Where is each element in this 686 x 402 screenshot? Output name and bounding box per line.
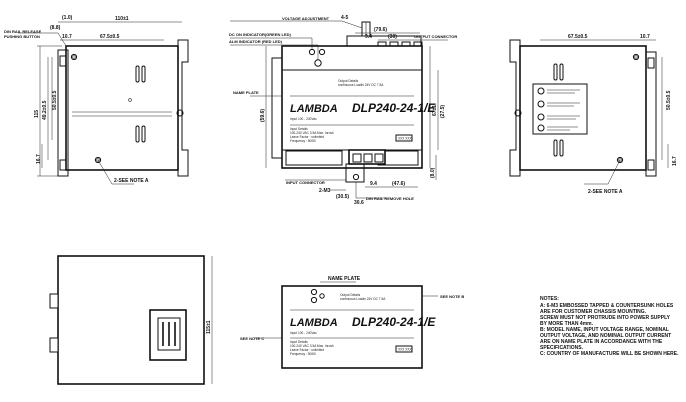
output-connector-label: OUTPUT CONNECTOR xyxy=(414,34,457,39)
see-note-a-right: 2-SEE NOTE A xyxy=(588,189,623,195)
dim-27-5: (27.5) xyxy=(440,105,446,118)
front-plate-lower-line-3: Leave Factor : unlimited xyxy=(290,135,324,139)
din-rail-remove-hole-label: DIN RAIL REMOVE HOLE xyxy=(366,196,414,201)
top-view xyxy=(49,255,213,385)
dim-30-5: (30.5) xyxy=(336,194,349,200)
see-note-b-label: SEE NOTE B xyxy=(440,294,464,299)
front-plate-brand: LAMBDA xyxy=(290,103,338,115)
dim-9-4-bottom: 9.4 xyxy=(370,181,377,187)
front-plate-rating-line-2: continuous Loadin 24V DC 7.5A xyxy=(338,83,384,87)
plate-brand: LAMBDA xyxy=(290,317,338,329)
din-rail-release-label: DIN RAIL RELEASE xyxy=(4,29,42,34)
note-line-6: OUTPUT VOLTAGE, AND NOMINAL OUTPUT CURRE… xyxy=(540,333,671,339)
dim-10-7-right: 10.7 xyxy=(640,34,650,40)
dim-115-bottom: 115±1 xyxy=(206,320,212,334)
front-plate-lower-line-4: Frequency : 50/60 xyxy=(290,139,316,143)
note-line-9: C: COUNTRY OF MANUFACTURE WILL BE SHOWN … xyxy=(540,351,679,357)
notes-title: NOTES: xyxy=(540,296,559,302)
dim-49-2: 49.2±0.5 xyxy=(42,100,48,120)
right-side-view xyxy=(509,39,669,185)
dim-67-6: 67±1 xyxy=(432,105,438,116)
m3-label: 2-M3 xyxy=(319,188,331,194)
front-plate-model: DLP240-24-1/E xyxy=(352,101,436,115)
dim-8-8: (8.8) xyxy=(50,25,61,31)
dim-9-4-top: 9.4 xyxy=(365,34,372,40)
front-view xyxy=(230,20,448,199)
plate-model: DLP240-24-1/E xyxy=(352,315,436,329)
note-line-2: ARE FOR CUSTOMER CHASSIS MOUNTING. xyxy=(540,309,647,315)
plate-rating-line-1: Output Details xyxy=(340,293,361,297)
dim-50-5: 50.5±0.5 xyxy=(52,90,58,110)
input-connector-label: INPUT CONNECTOR xyxy=(286,180,325,185)
plate-rating-line-3: Input 100 - 240Vac xyxy=(290,331,317,335)
plate-rating-line-2: continuous Loadin 24V DC 7.5A xyxy=(340,297,386,301)
alm-indicator-label: ALM INDICATOR (RED LED) xyxy=(229,39,283,44)
see-note-a-left: 2-SEE NOTE A xyxy=(114,178,149,184)
dim-30: (30) xyxy=(388,34,397,40)
dim-59-6: (59.6) xyxy=(260,109,266,122)
plate-lower-line-3: Leave Factor : unlimited xyxy=(290,348,324,352)
note-line-8: SPECIFICATIONS. xyxy=(540,345,584,351)
dim-4-5: 4-5 xyxy=(341,15,348,21)
plate-lower-line-1: Input Details xyxy=(290,340,308,344)
front-plate-lower-line-1: Input Details xyxy=(290,127,308,131)
left-side-view xyxy=(18,21,189,185)
name-plate-side-label: NAME PLATE xyxy=(233,90,259,95)
notes-block: NOTES: A: 6-M3 EMBOSSED TAPPED & COUNTER… xyxy=(540,296,679,357)
plate-lower-line-4: Frequency : 50/60 xyxy=(290,352,316,356)
see-note-c-label: SEE NOTE C xyxy=(240,336,264,341)
plate-box-text: XXX XXX xyxy=(398,348,413,352)
plate-lower-line-2: 100-240 VAC 3.5A Max. Inrush xyxy=(290,344,334,348)
note-line-5: B: MODEL NAME, INPUT VOLTAGE RANGE, NOMI… xyxy=(540,327,669,333)
dim-47-6: (47.6) xyxy=(392,181,405,187)
dim-79-6: (79.6) xyxy=(374,27,387,33)
pushing-button-label: PUSHING BUTTON xyxy=(4,34,40,39)
dc-on-indicator-label: DC ON INDICATOR(GREEN LED) xyxy=(229,32,292,37)
note-line-7: ARE ON NAME PLATE IN ACCORDANCE WITH THE xyxy=(540,339,663,345)
dim-67-5-left: 67.5±0.5 xyxy=(100,34,120,40)
dim-30-6: 30.6 xyxy=(354,200,364,206)
voltage-adjustment-label: VOLTAGE ADJUSTMENT xyxy=(282,16,330,21)
dim-16-7-left: 16.7 xyxy=(36,154,42,164)
dim-16-7-right: 16.7 xyxy=(672,156,678,166)
name-plate-title: NAME PLATE xyxy=(328,276,361,282)
note-line-3: SCREW MUST NOT PROTRUDE INTO POWER SUPPL… xyxy=(540,315,671,321)
dim-1-0: (1.0) xyxy=(62,15,73,21)
dim-110: 110±1 xyxy=(115,16,129,22)
dim-10-7-left: 10.7 xyxy=(62,34,72,40)
dim-67-5-right: 67.5±0.5 xyxy=(568,34,588,40)
dim-50-5-right: 50.5±0.5 xyxy=(666,90,672,110)
front-plate-rating-line-3: Input 100 - 240Vac xyxy=(290,117,317,121)
front-plate-rating-line-1: Output Details xyxy=(338,79,359,83)
note-line-4: BY MORE THAN 4mm. xyxy=(540,321,594,327)
dim-115: 115 xyxy=(34,110,40,118)
dim-8-0: (8.0) xyxy=(430,167,436,178)
front-plate-lower-line-2: 100-240 VAC 3.5A Max. Inrush xyxy=(290,131,334,135)
front-plate-box-text: XXX XXX xyxy=(398,137,413,141)
name-plate-detail xyxy=(254,281,438,369)
note-line-1: A: 6-M3 EMBOSSED TAPPED & COUNTERSUNK HO… xyxy=(540,303,674,309)
